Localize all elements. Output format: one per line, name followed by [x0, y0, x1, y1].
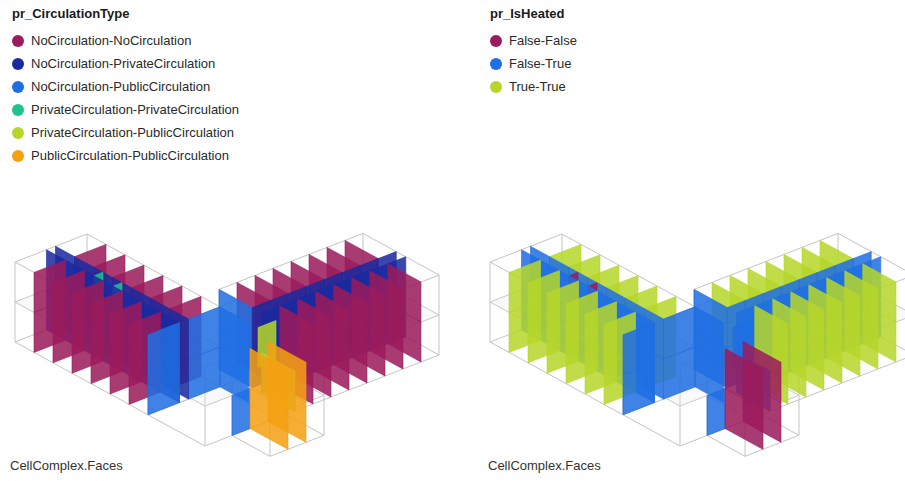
legend-item: PrivateCirculation-PrivateCirculation — [12, 101, 239, 119]
legend-swatch — [490, 58, 502, 70]
legend-item: True-True — [490, 78, 566, 96]
cell-face — [664, 307, 696, 359]
legend-item: PrivateCirculation-PublicCirculation — [12, 124, 234, 142]
legend-item: NoCirculation-PublicCirculation — [12, 78, 210, 96]
legend-title: pr_IsHeated — [490, 6, 564, 22]
figure-caption: CellComplex.Faces — [488, 458, 601, 474]
legend-item: NoCirculation-NoCirculation — [12, 32, 191, 50]
wireframe-edge — [148, 415, 205, 446]
cell-complex-view — [490, 233, 905, 456]
legend-item: PublicCirculation-PublicCirculation — [12, 147, 229, 165]
legend-swatch — [12, 104, 24, 116]
legend-text: NoCirculation-PrivateCirculation — [31, 56, 215, 72]
wireframe-edge — [232, 436, 270, 457]
cell-face — [232, 389, 250, 436]
legend-text: False-True — [509, 56, 571, 72]
legend-text: PrivateCirculation-PrivateCirculation — [31, 102, 239, 118]
legend-swatch — [490, 81, 502, 93]
legend-swatch — [12, 150, 24, 162]
legend-swatch — [12, 127, 24, 139]
legend-item: False-True — [490, 55, 571, 73]
cell-face — [250, 349, 288, 410]
cell-face — [725, 349, 763, 410]
cell-face — [148, 323, 180, 375]
wireframe-edge — [623, 415, 680, 446]
legend-swatch — [12, 58, 24, 70]
legend-text: NoCirculation-NoCirculation — [31, 33, 191, 49]
legend-text: NoCirculation-PublicCirculation — [31, 79, 210, 95]
figure-caption: CellComplex.Faces — [10, 458, 123, 474]
legend-title: pr_CirculationType — [12, 6, 130, 22]
cell-face — [623, 323, 655, 375]
cell-face — [695, 307, 724, 363]
legend-swatch — [12, 35, 24, 47]
legend-text: PublicCirculation-PublicCirculation — [31, 148, 229, 164]
wireframe-edge — [707, 436, 745, 457]
cell-face — [707, 389, 725, 436]
legend-item: NoCirculation-PrivateCirculation — [12, 55, 215, 73]
cell-complex-view — [15, 233, 439, 456]
legend-text: PrivateCirculation-PublicCirculation — [31, 125, 234, 141]
legend-item: False-False — [490, 32, 577, 50]
cell-face — [220, 307, 249, 363]
legend-text: True-True — [509, 79, 566, 95]
legend-text: False-False — [509, 33, 577, 49]
legend-swatch — [12, 81, 24, 93]
cell-face — [189, 307, 221, 359]
legend-swatch — [490, 35, 502, 47]
